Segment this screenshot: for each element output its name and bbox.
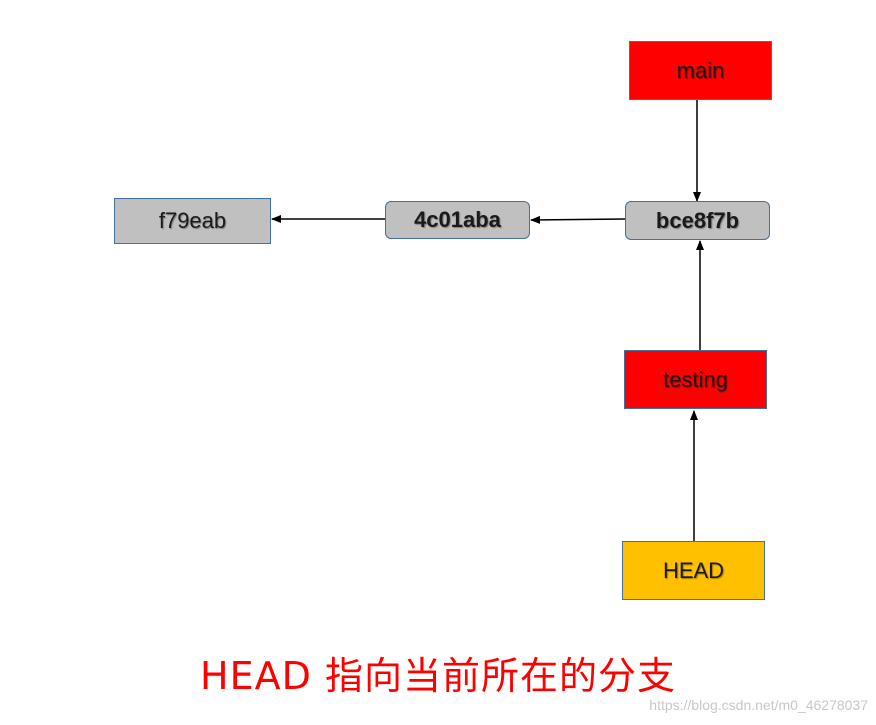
head-pointer: HEAD — [622, 541, 765, 600]
commit-f79eab: f79eab — [114, 198, 271, 244]
watermark: https://blog.csdn.net/m0_46278037 — [649, 697, 868, 713]
commit-bce8f7b-label: bce8f7b — [655, 207, 740, 233]
branch-testing: testing — [624, 350, 767, 409]
branch-testing-label: testing — [663, 366, 728, 392]
commit-bce8f7b: bce8f7b — [625, 201, 770, 240]
head-pointer-label: HEAD — [662, 557, 725, 583]
branch-main: main — [629, 41, 772, 100]
arrow-bce8f7b-to-4c01aba — [530, 215, 626, 224]
diagram-caption: HEAD 指向当前所在的分支 — [200, 654, 676, 698]
commit-f79eab-label: f79eab — [158, 208, 227, 233]
commit-4c01aba: 4c01aba — [385, 201, 530, 239]
commit-4c01aba-label: 4c01aba — [414, 207, 501, 232]
branch-main-label: main — [676, 57, 725, 83]
